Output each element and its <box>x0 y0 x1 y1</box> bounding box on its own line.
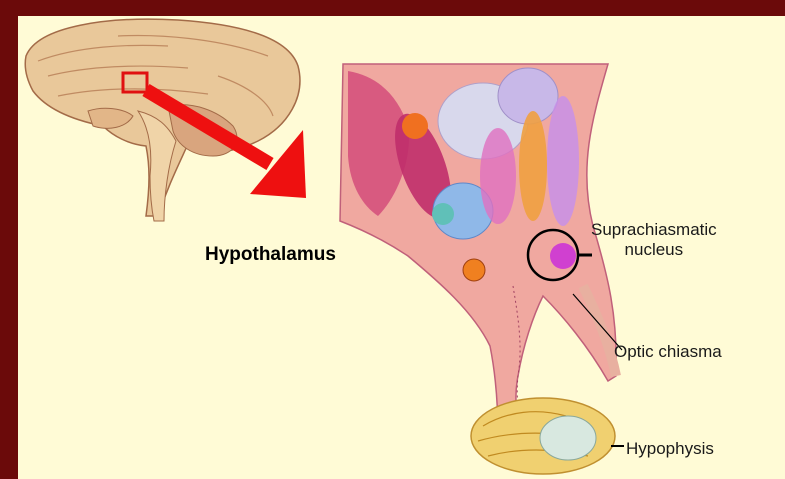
hypophysis-gland <box>471 398 615 474</box>
hypophysis-label: Hypophysis <box>626 439 714 459</box>
hypothalamus-closeup <box>340 64 616 436</box>
diagram-panel: Hypothalamus Suprachiasmatic nucleus Opt… <box>18 16 785 479</box>
scn-label-line1: Suprachiasmatic <box>591 220 717 240</box>
scn-label-line2: nucleus <box>591 240 717 260</box>
suprachiasmatic-nucleus-label: Suprachiasmatic nucleus <box>591 220 717 260</box>
hypothalamus-label: Hypothalamus <box>205 244 336 266</box>
optic-chiasma-label: Optic chiasma <box>614 342 722 362</box>
